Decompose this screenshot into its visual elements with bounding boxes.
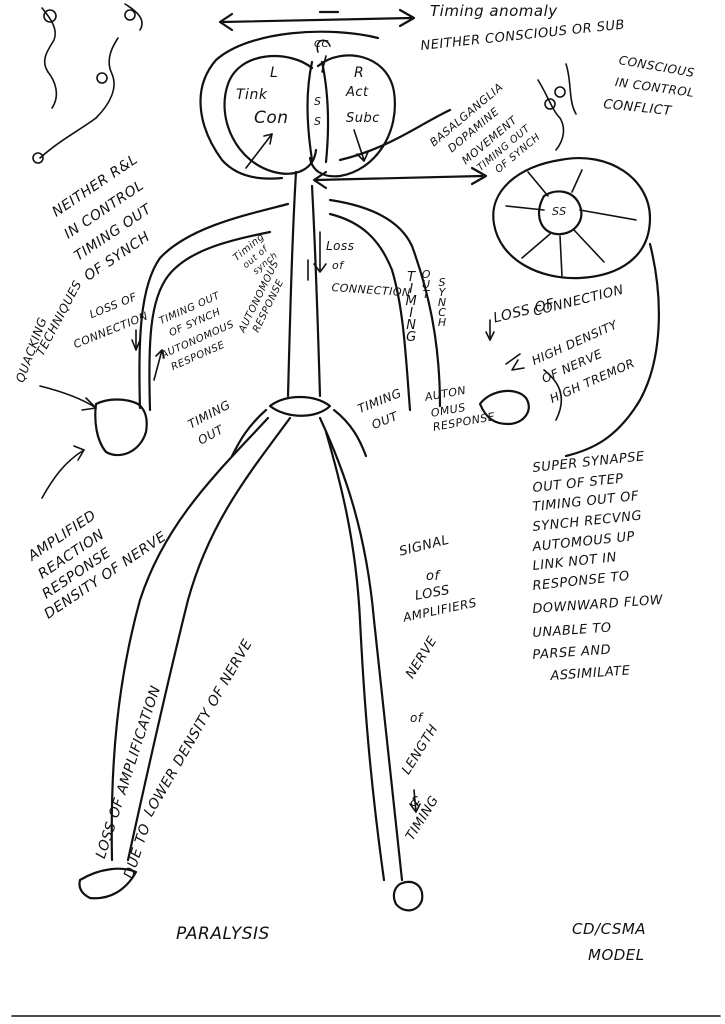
left-hand bbox=[39, 385, 148, 499]
signal-of-label: of bbox=[426, 569, 440, 584]
model-label-line2: MODEL bbox=[588, 946, 645, 964]
paralysis-label: PARALYSIS bbox=[176, 924, 270, 944]
brain-ss-top: S bbox=[314, 95, 322, 108]
and-label: & bbox=[410, 795, 421, 810]
nerve-of-label: of bbox=[410, 711, 423, 725]
right-foot bbox=[392, 880, 424, 912]
brain-right-arrow bbox=[338, 108, 452, 162]
cc-label: CC bbox=[314, 39, 329, 50]
torso-arrows bbox=[131, 319, 521, 381]
right-vertical-synch: SYNCH bbox=[435, 276, 449, 326]
brain-con-label: Con bbox=[254, 108, 289, 128]
left-foot bbox=[78, 867, 138, 900]
brain bbox=[223, 39, 396, 178]
pelvis bbox=[230, 396, 368, 458]
head-outer-loop bbox=[199, 30, 380, 180]
super-synapse-line: DOWNWARD FLOW bbox=[531, 593, 664, 618]
model-label-line1: CD/CSMA bbox=[572, 920, 647, 938]
timing-anomaly-label: Timing anomaly bbox=[430, 2, 558, 20]
brain-think-label: Tink bbox=[236, 87, 268, 103]
spine bbox=[286, 170, 327, 398]
super-synapse-link bbox=[564, 242, 660, 458]
corner-ornament bbox=[32, 3, 143, 164]
right-vertical-out: OUT bbox=[419, 268, 433, 298]
spine-of-label: of bbox=[332, 259, 344, 272]
brain-left-letter: L bbox=[270, 65, 279, 81]
brain-right-letter: R bbox=[354, 65, 365, 81]
timing-anomaly-arrow bbox=[218, 8, 416, 32]
super-synapse-notes: SUPER SYNAPSE OUT OF STEP TIMING OUT OF … bbox=[531, 449, 722, 685]
right-vertical-timing: TIMING bbox=[403, 270, 419, 342]
synapse-ss-label: SS bbox=[552, 205, 567, 218]
brain-act-label: Act bbox=[346, 85, 369, 100]
super-synapse-line: PARSE AND bbox=[531, 642, 612, 663]
legs bbox=[110, 416, 404, 882]
super-synapse-circle bbox=[492, 157, 652, 280]
conflict-spikes bbox=[537, 63, 577, 151]
spine-loss-label: Loss bbox=[326, 239, 355, 253]
super-synapse-line: ASSIMILATE bbox=[549, 663, 631, 685]
brain-subc-label: Subc bbox=[346, 111, 380, 126]
arms bbox=[138, 198, 442, 412]
brain-ss-bottom: S bbox=[314, 115, 322, 128]
right-hand bbox=[478, 359, 563, 426]
leg-timing-arrow bbox=[413, 789, 417, 813]
